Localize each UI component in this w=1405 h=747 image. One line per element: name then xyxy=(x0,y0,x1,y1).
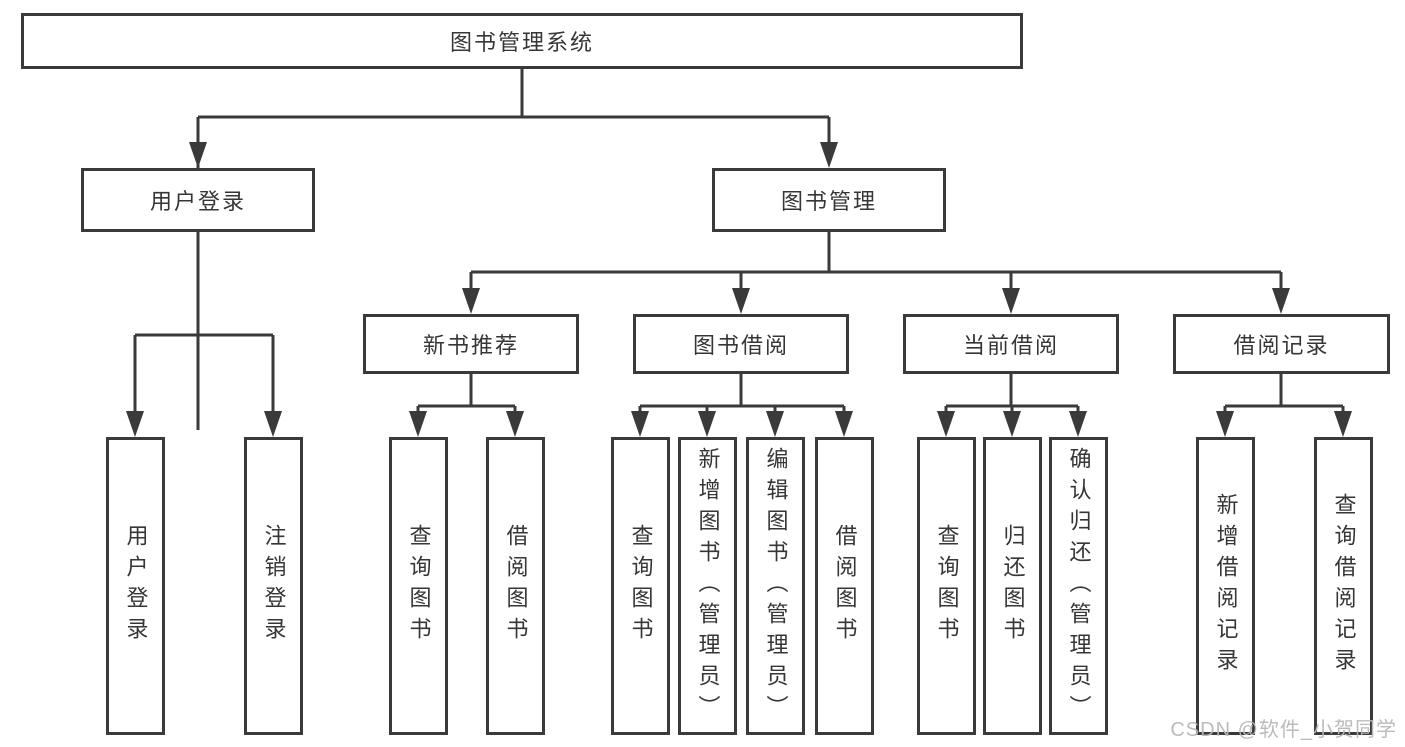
leaf-logout: 注销登录 xyxy=(244,437,303,735)
arrowhead-icon xyxy=(189,142,207,168)
arrowhead-icon xyxy=(732,288,750,314)
connector-records-to-leaves xyxy=(1223,374,1345,430)
leaf-current-return-books: 归还图书 xyxy=(983,437,1042,735)
leaf-label: 查询图书 xyxy=(628,524,654,648)
leaf-label: 查询借阅记录 xyxy=(1331,493,1357,679)
leaf-newbook-borrow-books: 借阅图书 xyxy=(486,437,545,735)
node-current-borrowing: 当前借阅 xyxy=(903,314,1119,374)
leaf-current-query-books: 查询图书 xyxy=(917,437,976,735)
arrowhead-icon xyxy=(698,411,716,437)
leaf-borrow-add-books-admin: 新增图书（管理员） xyxy=(678,437,737,735)
connector-bookmgmt-to-level3 xyxy=(469,232,1283,307)
leaf-label: 确认归还（管理员） xyxy=(1066,446,1092,726)
node-label: 新书推荐 xyxy=(422,333,519,358)
arrowhead-icon xyxy=(462,288,480,314)
leaf-label: 借阅图书 xyxy=(503,524,529,648)
leaf-label: 查询图书 xyxy=(934,524,960,648)
arrowhead-icon xyxy=(1002,288,1020,314)
arrowhead-icon xyxy=(264,411,282,437)
leaf-borrow-borrow-books: 借阅图书 xyxy=(815,437,874,735)
leaf-current-confirm-return-admin: 确认归还（管理员） xyxy=(1049,437,1108,735)
connector-root-to-level2 xyxy=(196,69,831,430)
node-book-borrowing: 图书借阅 xyxy=(633,314,849,374)
leaf-label: 借阅图书 xyxy=(832,524,858,648)
leaf-label: 归还图书 xyxy=(1000,524,1026,648)
node-label: 图书管理 xyxy=(780,189,877,214)
node-label: 借阅记录 xyxy=(1233,333,1330,358)
arrowheads xyxy=(126,142,1352,437)
leaf-label: 新增借阅记录 xyxy=(1213,493,1239,679)
arrowhead-icon xyxy=(820,142,838,168)
node-label: 当前借阅 xyxy=(962,333,1059,358)
arrowhead-icon xyxy=(835,411,853,437)
leaf-label: 编辑图书（管理员） xyxy=(763,446,789,726)
arrowhead-icon xyxy=(1069,411,1087,437)
arrowhead-icon xyxy=(1334,411,1352,437)
connector-paths xyxy=(133,69,1345,430)
leaf-records-add-record: 新增借阅记录 xyxy=(1196,437,1255,735)
node-label: 图书借阅 xyxy=(692,333,789,358)
arrowhead-icon xyxy=(766,411,784,437)
arrowhead-icon xyxy=(409,411,427,437)
arrowhead-icon xyxy=(631,411,649,437)
leaf-user-login: 用户登录 xyxy=(106,437,165,735)
arrowhead-icon xyxy=(506,411,524,437)
leaf-borrow-query-books: 查询图书 xyxy=(611,437,670,735)
node-book-management-branch: 图书管理 xyxy=(712,168,946,232)
leaf-borrow-edit-books-admin: 编辑图书（管理员） xyxy=(746,437,805,735)
leaf-label: 注销登录 xyxy=(261,524,287,648)
leaf-label: 新增图书（管理员） xyxy=(695,446,721,726)
node-label: 图书管理系统 xyxy=(449,30,594,55)
connector-newbook-to-leaves xyxy=(416,374,517,430)
arrowhead-icon xyxy=(937,411,955,437)
arrowhead-icon xyxy=(1003,411,1021,437)
node-new-book-recommend: 新书推荐 xyxy=(363,314,579,374)
csdn-watermark: CSDN @软件_小贺同学 xyxy=(1170,719,1397,741)
node-library-management-system: 图书管理系统 xyxy=(21,13,1023,69)
node-user-login-branch: 用户登录 xyxy=(81,168,315,232)
leaf-records-query-record: 查询借阅记录 xyxy=(1314,437,1373,735)
leaf-label: 用户登录 xyxy=(123,524,149,648)
connector-borrow-to-leaves xyxy=(638,374,846,430)
leaf-label: 查询图书 xyxy=(406,524,432,648)
node-borrowing-records: 借阅记录 xyxy=(1173,314,1390,374)
connector-userlogin-to-leaves xyxy=(133,232,275,430)
node-label: 用户登录 xyxy=(149,189,246,214)
leaf-newbook-query-books: 查询图书 xyxy=(389,437,448,735)
arrowhead-icon xyxy=(1272,288,1290,314)
arrowhead-icon xyxy=(1216,411,1234,437)
arrowhead-icon xyxy=(126,411,144,437)
